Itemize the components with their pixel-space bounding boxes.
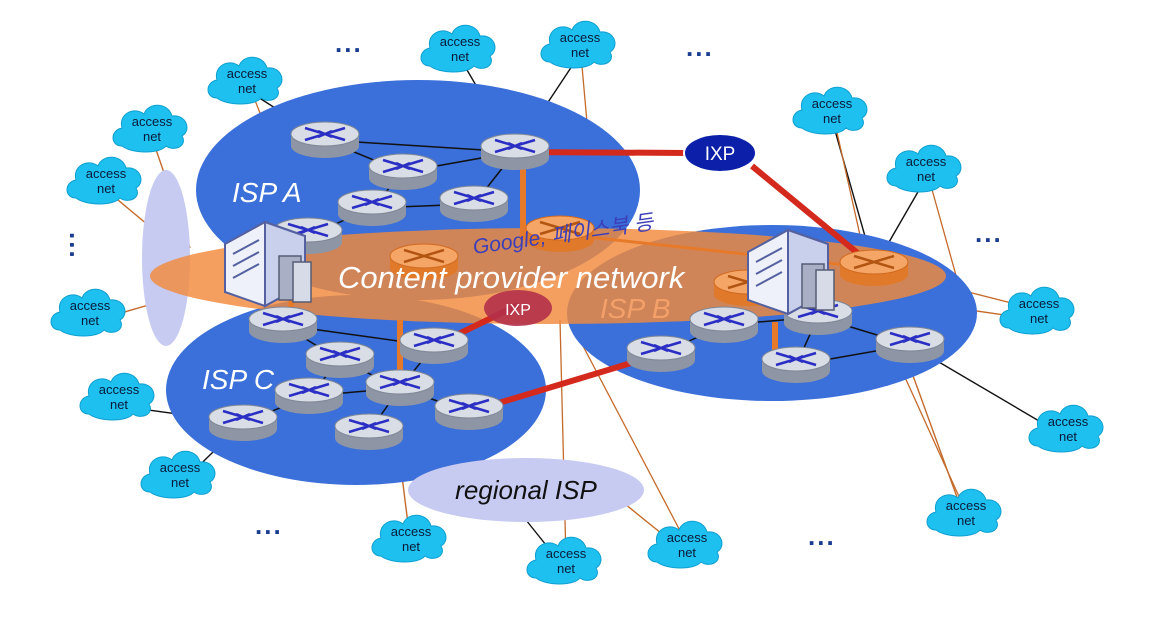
- router: [336, 188, 408, 228]
- content-provider-label: Content provider network: [338, 260, 686, 295]
- access-net-label-line2: net: [143, 129, 161, 144]
- access-net-label-line1: access: [132, 114, 173, 129]
- access-net-label-line1: access: [99, 382, 140, 397]
- regional-isp: regional ISP: [408, 458, 644, 522]
- router: [364, 368, 436, 408]
- access-net-label-line1: access: [812, 96, 853, 111]
- ellipsis-left: ...: [64, 232, 94, 260]
- ixp-center-label: IXP: [505, 302, 531, 319]
- router: [479, 132, 551, 172]
- access-net-label-line1: access: [160, 460, 201, 475]
- router: [289, 120, 361, 160]
- access-net-label-line2: net: [823, 111, 841, 126]
- access-net-label-line1: access: [906, 154, 947, 169]
- access-net-label-line1: access: [227, 66, 268, 81]
- access-net-label-line2: net: [1059, 429, 1077, 444]
- access-link: [559, 319, 567, 561]
- access-net-label-line1: access: [560, 30, 601, 45]
- ellipsis-top-right: ...: [686, 32, 714, 62]
- isp-c-label: ISP C: [202, 364, 275, 395]
- access-nets: accessnetaccessnetaccessnetaccessnetacce…: [50, 20, 1104, 585]
- access-net-label-line1: access: [70, 298, 111, 313]
- access-net-label-line2: net: [81, 313, 99, 328]
- access-net-label-line2: net: [557, 561, 575, 576]
- access-net-label-line1: access: [1048, 414, 1089, 429]
- isp-b-label: ISP B: [600, 293, 671, 324]
- regional-isp-label: regional ISP: [455, 475, 597, 505]
- access-net-label-line1: access: [86, 166, 127, 181]
- router: [438, 184, 510, 224]
- access-net-label-line1: access: [391, 524, 432, 539]
- router: [247, 305, 319, 345]
- ellipsis-right: ...: [975, 218, 1003, 248]
- access-net-label-line1: access: [440, 34, 481, 49]
- router: [433, 392, 505, 432]
- access-net-label-line2: net: [110, 397, 128, 412]
- content-router: [838, 248, 910, 288]
- access-net-label-line2: net: [917, 169, 935, 184]
- access-net-label-line2: net: [451, 49, 469, 64]
- access-link: [571, 324, 688, 545]
- ellipsis-bottom-right: ...: [808, 521, 836, 551]
- access-net-label-line2: net: [678, 545, 696, 560]
- router: [333, 412, 405, 452]
- router: [874, 325, 946, 365]
- router: [760, 345, 832, 385]
- access-net-label-line2: net: [402, 539, 420, 554]
- left-regional-ellipse: [142, 170, 190, 346]
- access-net-label-line1: access: [667, 530, 708, 545]
- router: [367, 152, 439, 192]
- ellipsis-bottom-left: ...: [255, 510, 283, 540]
- access-net-label-line2: net: [97, 181, 115, 196]
- router: [688, 305, 760, 345]
- access-net-label-line1: access: [1019, 296, 1060, 311]
- access-net-label-line1: access: [946, 498, 987, 513]
- peering-link: [750, 163, 868, 263]
- router: [304, 340, 376, 380]
- access-net-label-line1: access: [546, 546, 587, 561]
- access-net-label-line2: net: [1030, 311, 1048, 326]
- ixp-top: IXP: [683, 133, 757, 173]
- access-net-label-line2: net: [957, 513, 975, 528]
- access-net-label-line2: net: [171, 475, 189, 490]
- access-net-label-line2: net: [571, 45, 589, 60]
- router: [207, 403, 279, 443]
- ellipsis-top-left: ...: [335, 28, 363, 58]
- isp-a-label: ISP A: [232, 177, 302, 208]
- access-net-label-line2: net: [238, 81, 256, 96]
- router: [625, 334, 697, 374]
- router: [398, 326, 470, 366]
- ixp-top-label: IXP: [705, 144, 736, 165]
- router: [273, 376, 345, 416]
- ixp-center: IXP: [484, 290, 552, 326]
